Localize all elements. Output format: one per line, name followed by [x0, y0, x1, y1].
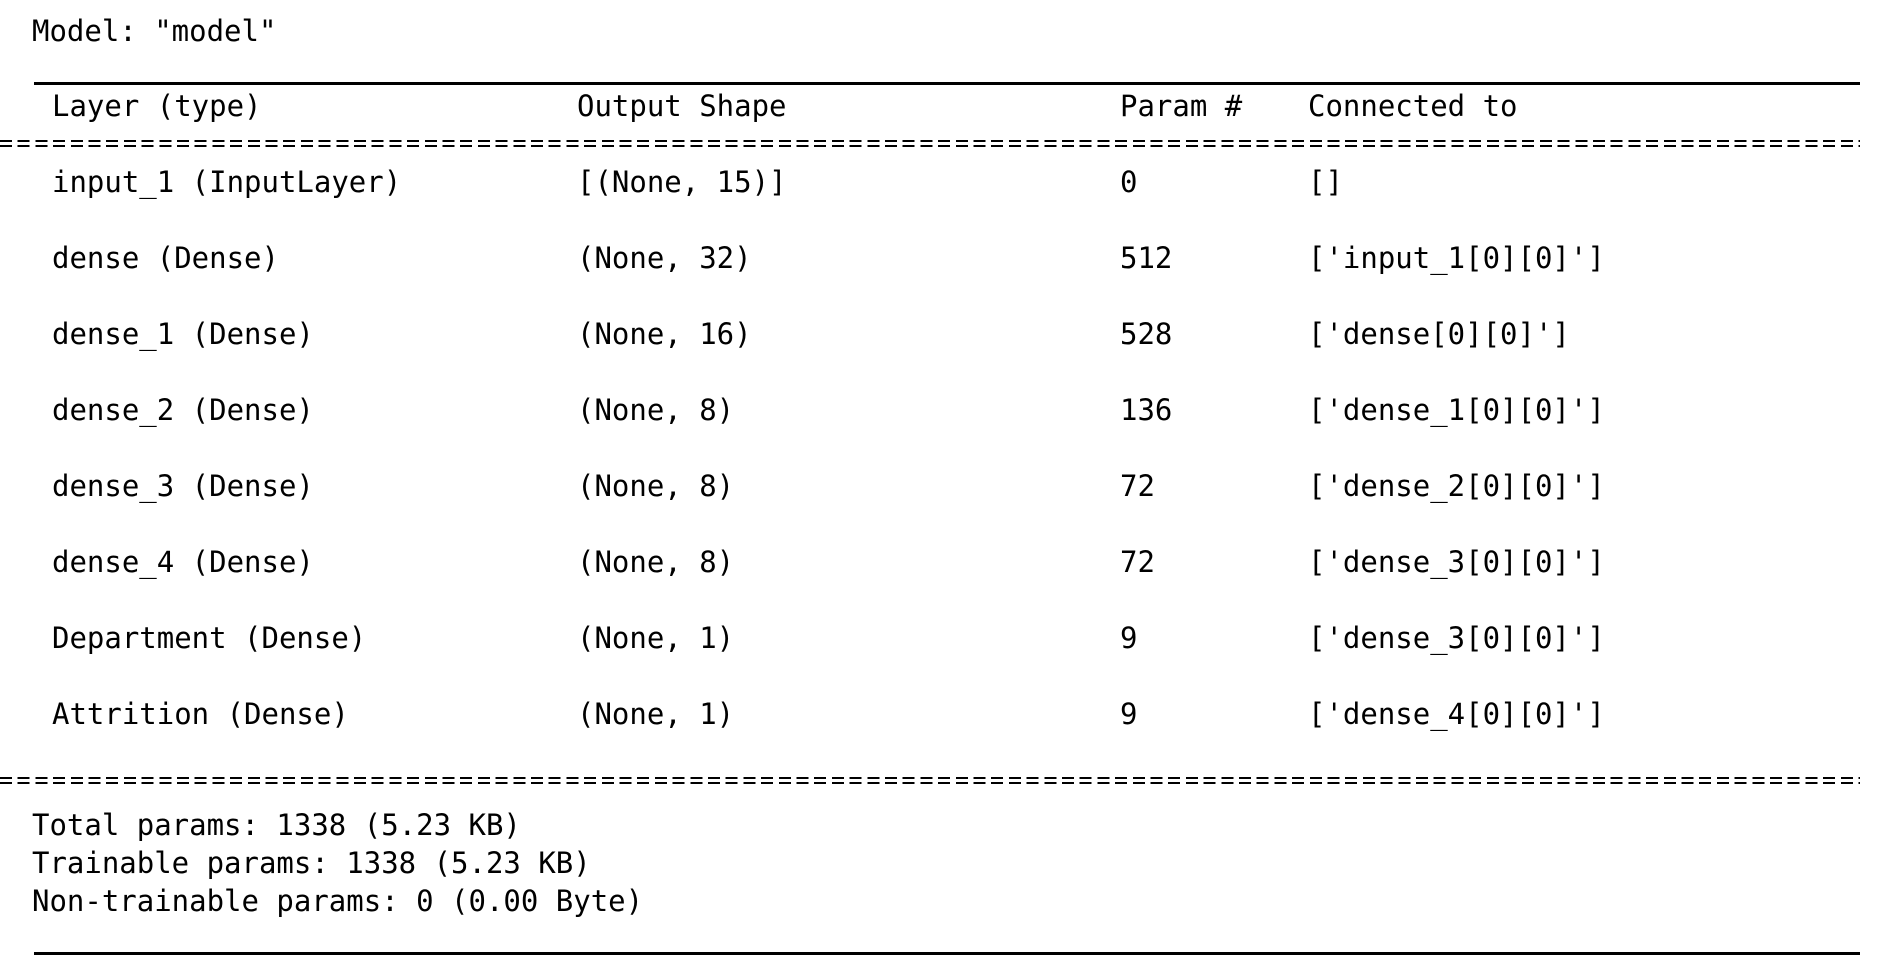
cell-layer: dense_4 (Dense)	[52, 545, 314, 579]
cell-connected: ['input_1[0][0]']	[1308, 241, 1605, 275]
cell-layer: dense_1 (Dense)	[52, 317, 314, 351]
top-rule	[34, 82, 1860, 85]
cell-layer: dense_3 (Dense)	[52, 469, 314, 503]
cell-connected: ['dense_2[0][0]']	[1308, 469, 1605, 503]
cell-param: 136	[1120, 393, 1173, 427]
cell-layer: dense_2 (Dense)	[52, 393, 314, 427]
trainable-params: Trainable params: 1338 (5.23 KB)	[32, 846, 591, 880]
cell-connected: ['dense_3[0][0]']	[1308, 621, 1605, 655]
cell-param: 72	[1120, 469, 1155, 503]
cell-param: 9	[1120, 697, 1138, 731]
cell-output-shape: (None, 8)	[577, 545, 735, 579]
cell-layer: input_1 (InputLayer)	[52, 165, 402, 199]
cell-param: 528	[1120, 317, 1173, 351]
cell-connected: ['dense[0][0]']	[1308, 317, 1570, 351]
header-connected: Connected to	[1308, 89, 1518, 123]
cell-output-shape: (None, 1)	[577, 697, 735, 731]
header-param: Param #	[1120, 89, 1243, 123]
footer-double-rule	[0, 776, 1860, 785]
header-layer: Layer (type)	[52, 89, 262, 123]
cell-output-shape: (None, 16)	[577, 317, 752, 351]
cell-param: 512	[1120, 241, 1173, 275]
cell-output-shape: (None, 8)	[577, 393, 735, 427]
non-trainable-params: Non-trainable params: 0 (0.00 Byte)	[32, 884, 644, 918]
total-params: Total params: 1338 (5.23 KB)	[32, 808, 521, 842]
header-output-shape: Output Shape	[577, 89, 787, 123]
cell-output-shape: (None, 8)	[577, 469, 735, 503]
cell-layer: Attrition (Dense)	[52, 697, 349, 731]
cell-output-shape: [(None, 15)]	[577, 165, 787, 199]
cell-layer: Department (Dense)	[52, 621, 367, 655]
cell-output-shape: (None, 32)	[577, 241, 752, 275]
cell-param: 9	[1120, 621, 1138, 655]
bottom-rule	[34, 952, 1860, 955]
cell-layer: dense (Dense)	[52, 241, 279, 275]
cell-param: 72	[1120, 545, 1155, 579]
cell-connected: ['dense_3[0][0]']	[1308, 545, 1605, 579]
model-title: Model: "model"	[32, 14, 277, 48]
cell-connected: ['dense_4[0][0]']	[1308, 697, 1605, 731]
cell-param: 0	[1120, 165, 1138, 199]
cell-output-shape: (None, 1)	[577, 621, 735, 655]
cell-connected: []	[1308, 165, 1343, 199]
cell-connected: ['dense_1[0][0]']	[1308, 393, 1605, 427]
header-double-rule	[0, 139, 1860, 148]
